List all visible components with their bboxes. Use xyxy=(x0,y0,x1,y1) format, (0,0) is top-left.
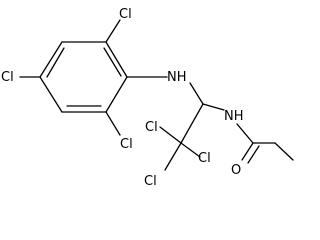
bond-ring-double-3 xyxy=(46,47,65,78)
bond-ring-1 xyxy=(105,41,128,78)
bond-ring-double-1 xyxy=(103,47,122,77)
bond-cl-ring-bottom xyxy=(105,111,121,136)
bond-ccl3-cl-right xyxy=(180,142,201,158)
atom-cl-ccl3-top: Cl xyxy=(145,120,158,135)
bond-ring-2 xyxy=(105,76,128,113)
bond-ccl3-cl-bottom xyxy=(164,142,182,171)
atom-cl-ccl3-bottom: Cl xyxy=(144,174,157,189)
atom-cl-ring-bottom: Cl xyxy=(120,137,133,152)
bond-ch-ccl3 xyxy=(180,103,204,144)
atom-o-carbonyl: O xyxy=(231,163,241,178)
bond-carbonyl-o-1 xyxy=(241,142,254,161)
bond-carbonyl-o-2 xyxy=(247,145,260,164)
atom-cl-left: Cl xyxy=(1,70,14,85)
bond-nh-ch xyxy=(189,82,204,105)
bond-ch-nh-amide xyxy=(202,103,225,111)
structure-canvas: Cl Cl Cl NH NH Cl Cl Cl O xyxy=(1,7,294,189)
molecule-structure: Cl Cl Cl NH NH Cl Cl Cl O xyxy=(1,7,294,189)
bond-ring-4 xyxy=(39,76,63,113)
bond-ccl3-cl-top xyxy=(159,126,182,144)
atom-cl-ccl3-right: Cl xyxy=(198,151,211,166)
bond-ch2-ch3 xyxy=(274,142,294,161)
benzene-ring xyxy=(39,41,128,113)
bond-cl-top xyxy=(105,19,121,43)
atom-nh-amide: NH xyxy=(224,109,244,124)
atom-cl-top: Cl xyxy=(119,7,132,22)
atom-nh-ring: NH xyxy=(167,70,187,85)
bond-nh-carbonyl xyxy=(236,123,254,144)
bond-ring-5 xyxy=(39,41,63,78)
